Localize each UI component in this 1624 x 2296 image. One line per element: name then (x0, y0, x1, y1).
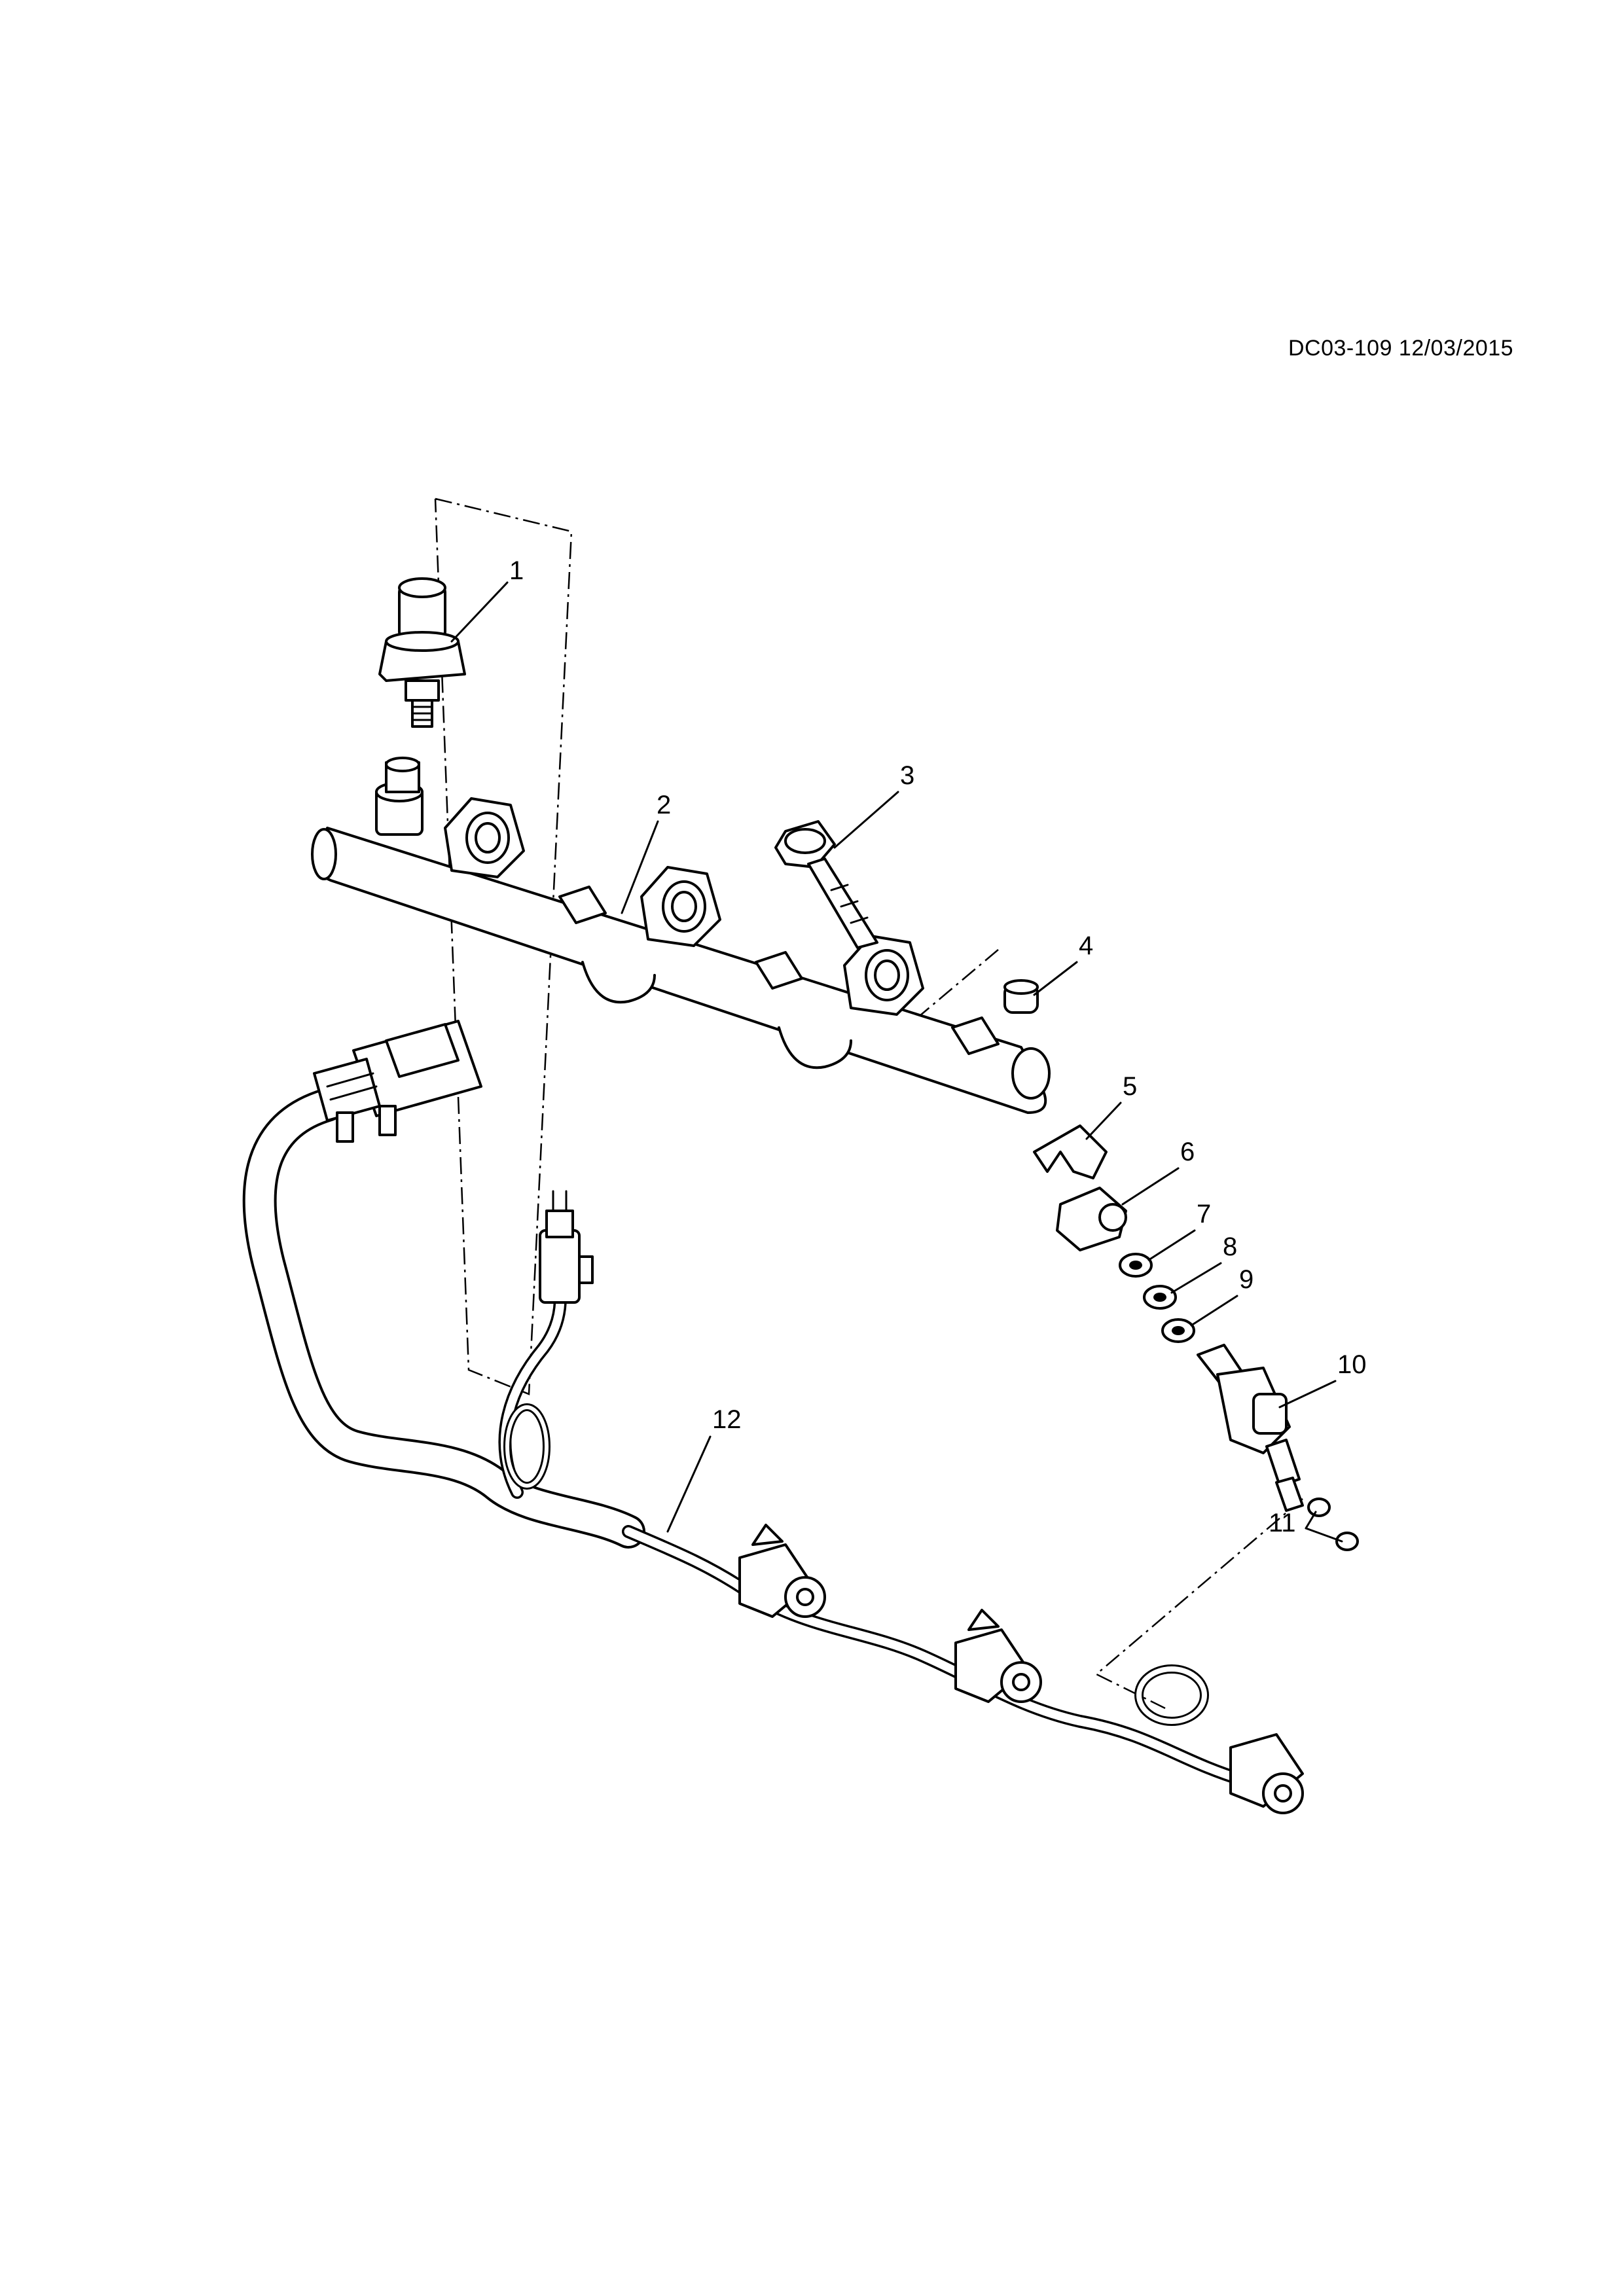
rail-bolt (774, 820, 878, 949)
callout-numbers: 1 2 3 4 5 6 7 8 9 10 11 12 (509, 556, 1367, 1537)
callout-7: 7 (1197, 1200, 1211, 1229)
callout-11: 11 (1269, 1509, 1296, 1537)
fuel-pressure-sensor (378, 577, 466, 728)
callout-3: 3 (900, 761, 914, 790)
spacer (1003, 979, 1039, 1014)
injector-seals (1307, 1498, 1359, 1551)
retaining-clip (1033, 1124, 1108, 1179)
rail-bracket-2 (640, 866, 721, 947)
harness-injector-connector-3 (1229, 1733, 1304, 1814)
callout-5: 5 (1123, 1072, 1137, 1101)
injector-clip (1056, 1187, 1127, 1251)
o-ring-7 (1119, 1253, 1153, 1278)
o-ring-8 (1143, 1285, 1177, 1310)
callout-4: 4 (1079, 931, 1093, 960)
callout-8: 8 (1223, 1232, 1237, 1261)
callout-9: 9 (1239, 1265, 1254, 1294)
callout-1: 1 (509, 556, 524, 585)
harness-injector-connector-1 (738, 1524, 826, 1618)
callout-12: 12 (712, 1405, 742, 1434)
wiring-harness (242, 1020, 1304, 1814)
fuel-injector (1197, 1344, 1304, 1512)
o-ring-9 (1161, 1318, 1195, 1343)
harness-injector-connector-2 (954, 1609, 1042, 1703)
fuel-rail (311, 757, 1051, 1114)
rail-bracket-1 (444, 797, 525, 878)
callout-2: 2 (657, 791, 671, 819)
callout-10: 10 (1337, 1350, 1367, 1379)
drawing-reference: DC03-109 12/03/2015 (1288, 336, 1514, 361)
callout-6: 6 (1180, 1138, 1195, 1166)
harness-main-connector (313, 1020, 482, 1143)
rail-bracket-3 (843, 935, 924, 1016)
leader-lines (450, 581, 1343, 1543)
harness-pigtail-connector (539, 1190, 594, 1304)
